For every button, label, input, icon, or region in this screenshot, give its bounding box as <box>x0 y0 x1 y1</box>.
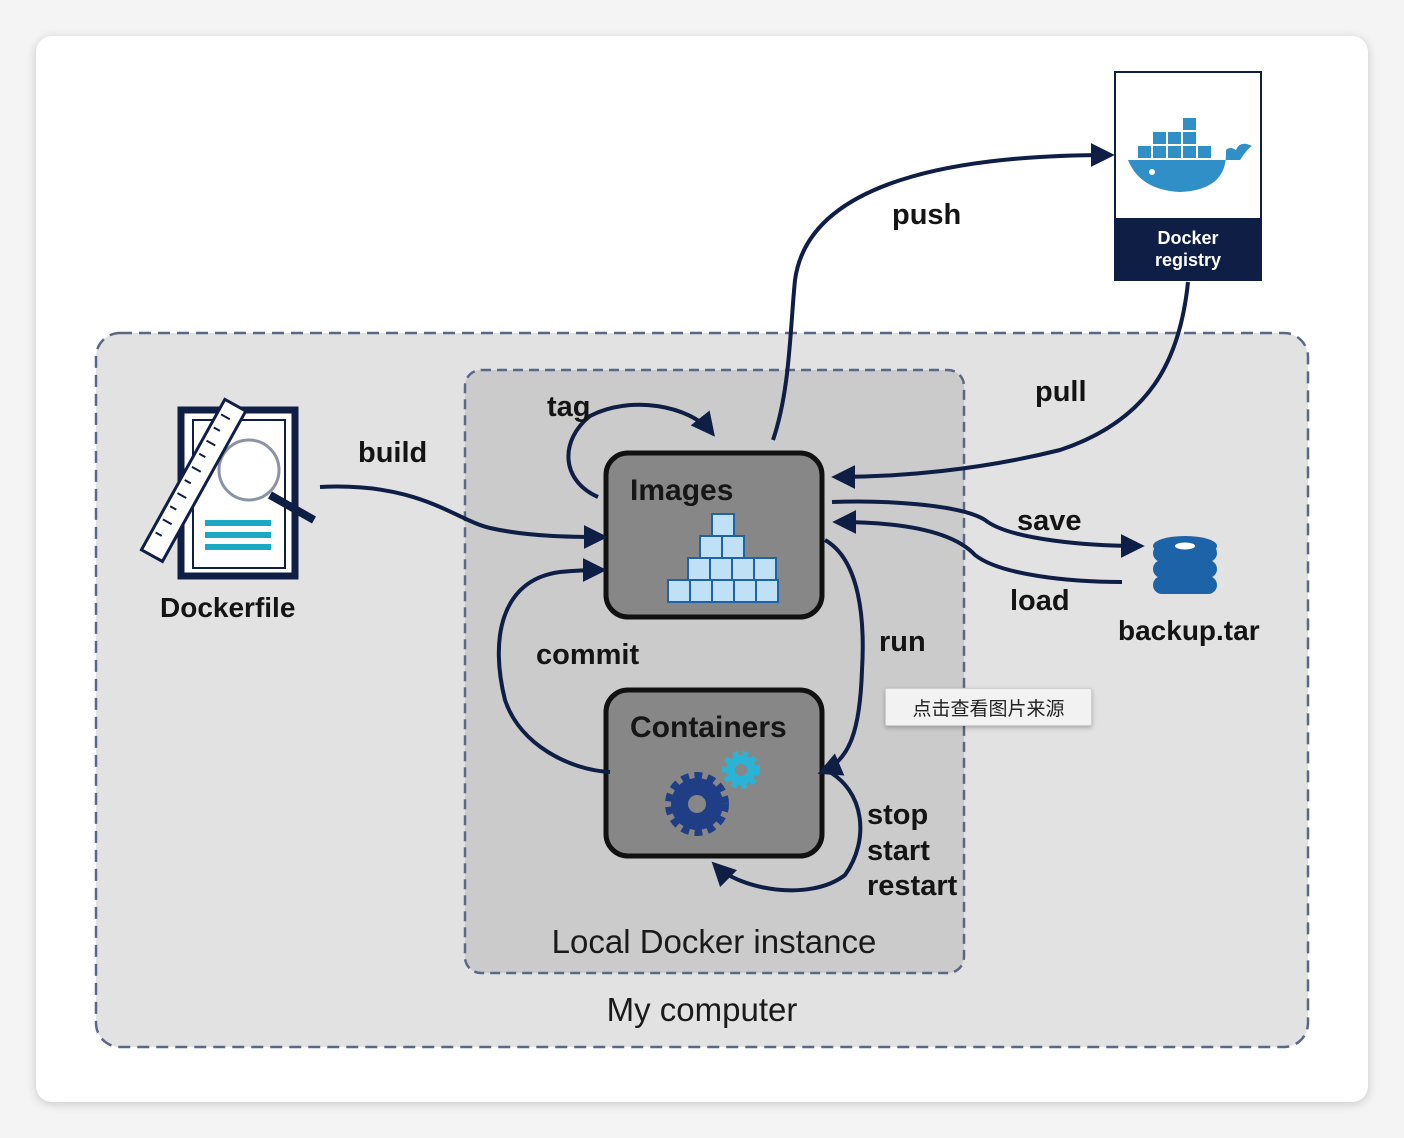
view-image-source-tooltip[interactable]: 点击查看图片来源 <box>885 688 1092 726</box>
restart-label: restart <box>867 870 958 902</box>
tag-label: tag <box>547 391 591 423</box>
load-label: load <box>1010 585 1070 617</box>
tag-arrow <box>566 402 715 499</box>
pull-arrow <box>831 281 1190 489</box>
push-arrow <box>771 143 1115 441</box>
load-arrow <box>832 510 1123 584</box>
registry-label-line2: registry <box>1155 250 1221 270</box>
run-arrow <box>817 538 865 776</box>
images-label: Images <box>630 474 733 507</box>
commit-label: commit <box>536 639 639 671</box>
registry-label-line1: Docker <box>1157 228 1218 248</box>
backup-tar-label: backup.tar <box>1118 615 1260 646</box>
docker-whale-icon <box>1128 118 1252 192</box>
dockerfile-label: Dockerfile <box>160 592 295 623</box>
build-label: build <box>358 437 427 469</box>
database-icon <box>1153 536 1217 594</box>
run-label: run <box>879 626 926 658</box>
pull-label: pull <box>1035 376 1087 408</box>
save-arrow <box>831 499 1145 558</box>
backup-tar-node[interactable]: backup.tar <box>1118 536 1260 646</box>
gears-icon <box>665 751 760 836</box>
save-label: save <box>1017 505 1082 537</box>
dockerfile-node[interactable]: Dockerfile <box>139 397 316 623</box>
local-docker-instance-label: Local Docker instance <box>552 923 877 960</box>
docker-registry-node[interactable]: Docker registry <box>1114 71 1262 281</box>
document-icon <box>139 397 316 580</box>
commit-arrow <box>496 558 611 774</box>
start-label: start <box>867 835 930 867</box>
stop-start-restart-arrow <box>711 768 863 893</box>
containers-label: Containers <box>630 711 787 744</box>
my-computer-label: My computer <box>607 991 798 1028</box>
images-node[interactable]: Images <box>603 450 825 620</box>
push-label: push <box>892 199 961 231</box>
build-arrow <box>319 484 608 549</box>
stop-label: stop <box>867 799 928 831</box>
stacked-cubes-icon <box>667 513 779 603</box>
containers-node[interactable]: Containers <box>603 687 825 859</box>
